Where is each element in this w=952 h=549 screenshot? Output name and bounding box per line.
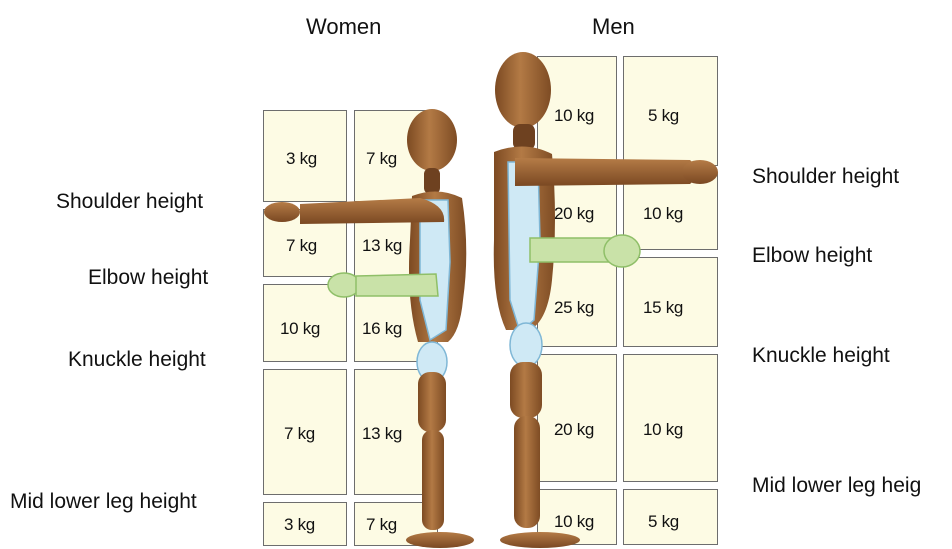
women-head bbox=[407, 109, 457, 171]
women-fist-highlight bbox=[328, 273, 360, 297]
women-elbow-knuckle-left-weight: 10 kg bbox=[280, 319, 320, 339]
men-hip-joint bbox=[510, 323, 542, 367]
women-neck bbox=[424, 168, 440, 194]
men-knuckle-leg-right-weight: 10 kg bbox=[643, 420, 683, 440]
women-elbow-knuckle-right-weight: 16 kg bbox=[362, 319, 402, 339]
men-arm bbox=[515, 158, 698, 186]
men-neck bbox=[513, 124, 535, 150]
women-knuckle-leg-left-weight: 7 kg bbox=[284, 424, 315, 444]
men-elbow-knuckle-right-weight: 15 kg bbox=[643, 298, 683, 318]
men-foot bbox=[500, 532, 580, 548]
men-above-shoulder-right-weight: 5 kg bbox=[648, 106, 679, 126]
men-above-shoulder-left-weight: 10 kg bbox=[554, 106, 594, 126]
women-shoulder-elbow-right-weight: 13 kg bbox=[362, 236, 402, 256]
women-forearm-highlight bbox=[356, 274, 438, 296]
men-below-leg-right-weight: 5 kg bbox=[648, 512, 679, 532]
men-fist-highlight bbox=[604, 235, 640, 267]
men-hand bbox=[682, 160, 718, 184]
men-elbow-knuckle-left-weight: 25 kg bbox=[554, 298, 594, 318]
women-shoulder-elbow-left-weight: 7 kg bbox=[286, 236, 317, 256]
men-shoulder-elbow-left-weight: 20 kg bbox=[554, 204, 594, 224]
men-below-leg-left-weight: 10 kg bbox=[554, 512, 594, 532]
women-lower-leg bbox=[422, 430, 444, 530]
women-above-shoulder-right-weight: 7 kg bbox=[366, 149, 397, 169]
women-thigh bbox=[418, 372, 446, 432]
women-below-leg-right-weight: 7 kg bbox=[366, 515, 397, 535]
men-mannequin bbox=[494, 52, 718, 548]
women-above-shoulder-left-weight: 3 kg bbox=[286, 149, 317, 169]
women-arm bbox=[300, 198, 444, 224]
men-knuckle-leg-left-weight: 20 kg bbox=[554, 420, 594, 440]
men-shoulder-elbow-right-weight: 10 kg bbox=[643, 204, 683, 224]
men-thigh bbox=[510, 362, 542, 418]
women-foot bbox=[406, 532, 474, 548]
women-knuckle-leg-right-weight: 13 kg bbox=[362, 424, 402, 444]
men-head bbox=[495, 52, 551, 128]
men-forearm-highlight bbox=[530, 238, 612, 262]
men-lower-leg bbox=[514, 416, 540, 528]
women-hand bbox=[264, 202, 300, 222]
women-below-leg-left-weight: 3 kg bbox=[284, 515, 315, 535]
